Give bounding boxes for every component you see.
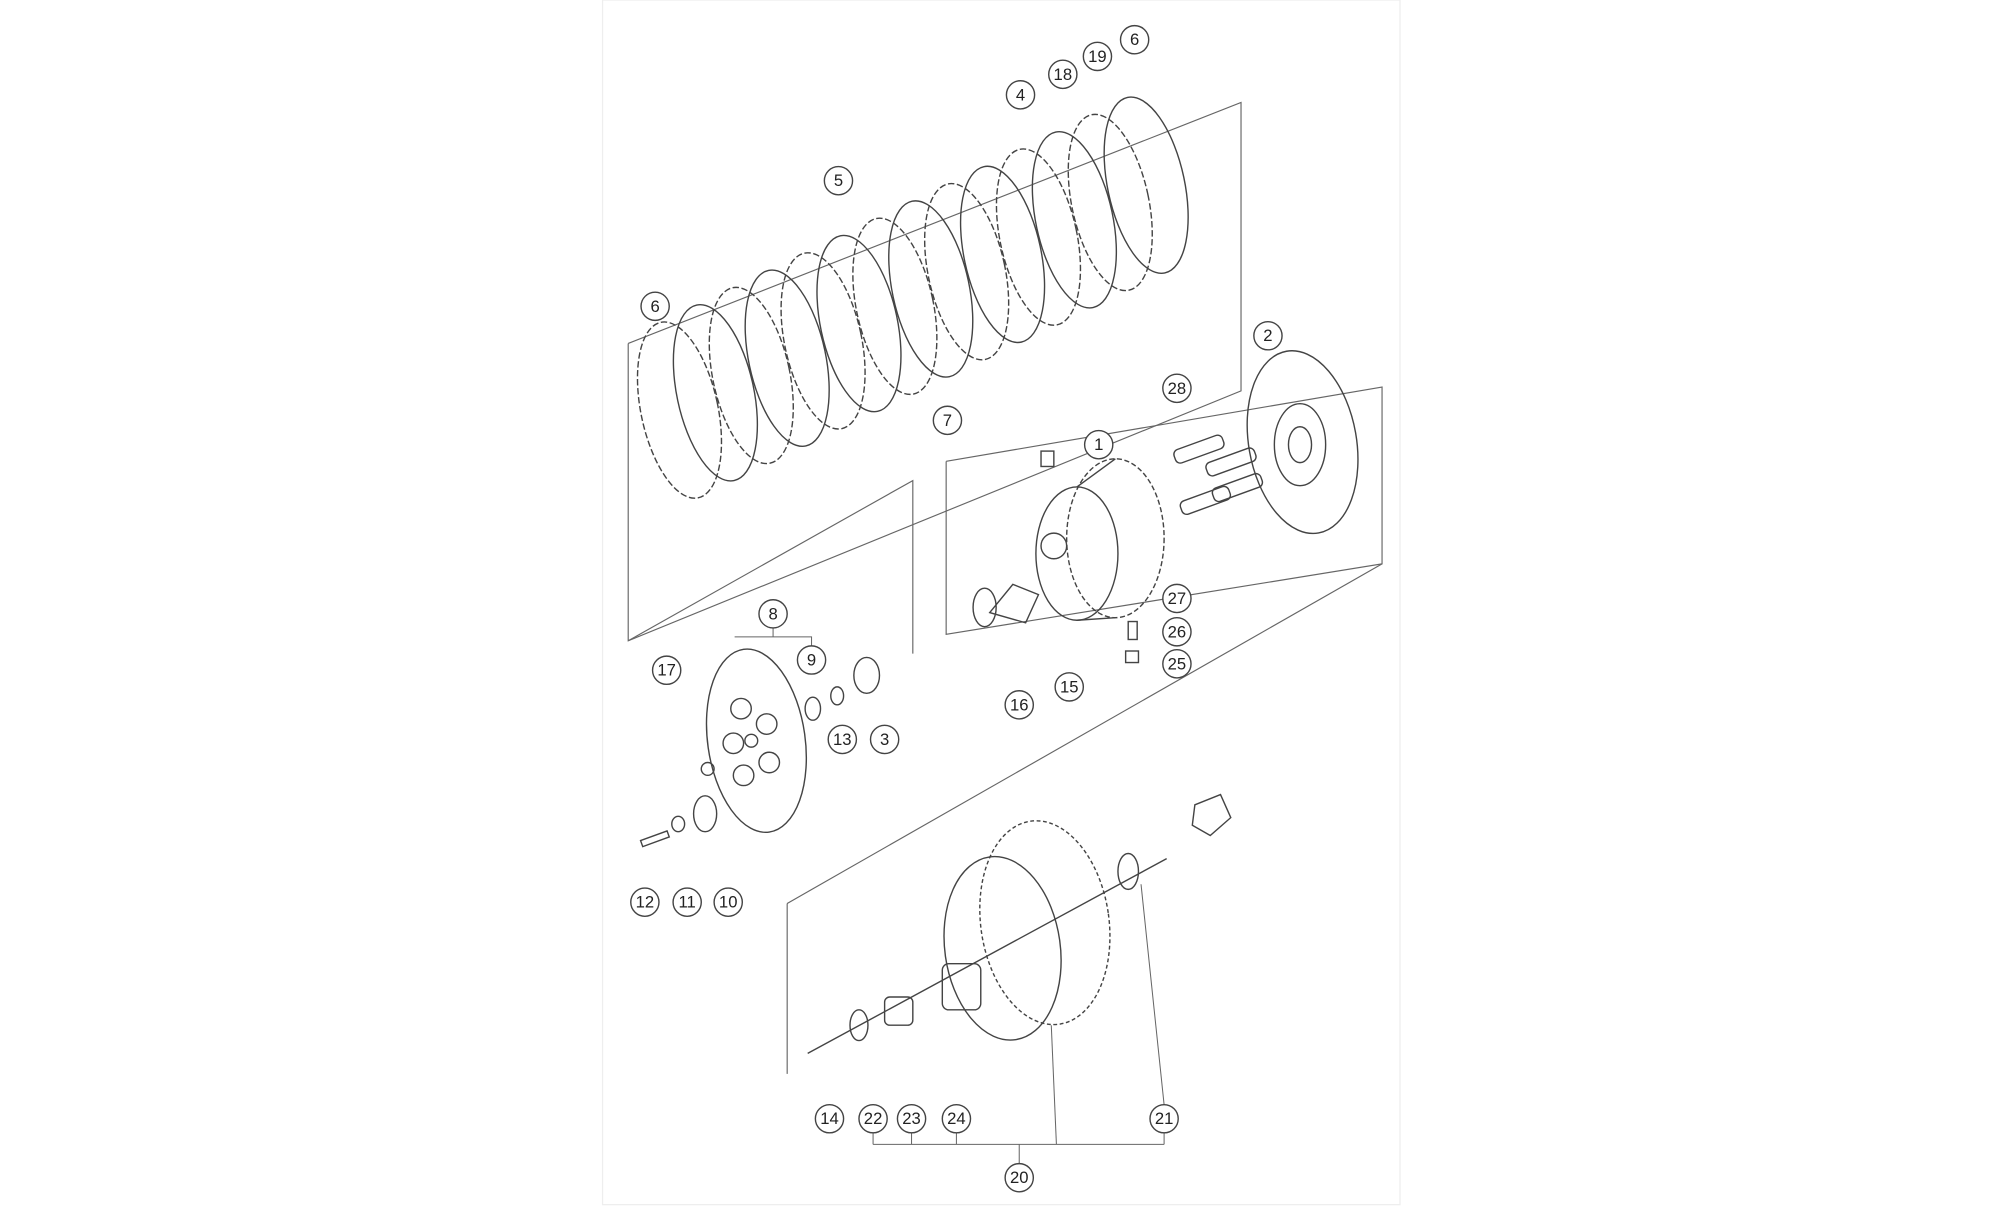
callout-22: 22	[858, 1103, 888, 1134]
callout-8: 8	[758, 599, 788, 629]
callout-11: 11	[672, 887, 702, 917]
callout-26: 26	[1162, 616, 1192, 647]
callouts: 6 19 18 4 5 6 7 2 28 1 27 26 25 16 15 8 9 17 13 3 12 11 10 14 22…	[630, 24, 1283, 1193]
callout-number: 11	[679, 893, 696, 912]
callout-number: 24	[947, 1109, 966, 1128]
callout-28: 28	[1162, 373, 1192, 404]
clutch-hub	[972, 450, 1165, 664]
lifter-plate	[639, 648, 881, 848]
callout-number: 27	[1168, 589, 1187, 608]
callout-number: 6	[650, 297, 659, 316]
pressure-plate	[1246, 350, 1359, 535]
callout-number: 8	[768, 604, 777, 623]
clutch-plate	[888, 200, 974, 378]
clutch-plate	[1067, 113, 1153, 292]
clutch-plate	[744, 269, 830, 447]
clutch-plate	[959, 165, 1046, 344]
studs	[1173, 434, 1264, 516]
assembly-frames	[627, 101, 1383, 1074]
callout-number: 13	[833, 730, 852, 749]
callout-5: 5	[823, 165, 854, 196]
leader-lines	[734, 627, 1165, 1164]
callout-number: 28	[1168, 379, 1187, 398]
callout-14: 14	[814, 1103, 845, 1134]
callout-15: 15	[1054, 672, 1085, 702]
callout-27: 27	[1162, 583, 1192, 614]
callout-number: 7	[943, 411, 952, 430]
callout-number: 17	[657, 661, 676, 680]
callout-10: 10	[713, 887, 744, 917]
clutch-plate	[816, 234, 902, 413]
callout-21: 21	[1149, 1103, 1179, 1134]
clutch-plate	[923, 182, 1010, 361]
clutch-plate	[1031, 130, 1118, 309]
callout-number: 16	[1010, 695, 1029, 714]
clutch-plate	[852, 217, 938, 396]
callout-19: 19	[1082, 41, 1113, 72]
callout-number: 10	[719, 893, 738, 912]
callout-13: 13	[827, 724, 858, 755]
clutch-basket	[807, 793, 1232, 1055]
callout-number: 5	[834, 171, 843, 190]
callout-24: 24	[941, 1103, 972, 1134]
callout-number: 2	[1263, 326, 1272, 345]
callout-number: 14	[820, 1109, 839, 1128]
callout-number: 26	[1168, 622, 1187, 641]
callout-number: 22	[864, 1109, 883, 1128]
callout-number: 19	[1088, 47, 1107, 66]
callout-number: 9	[807, 650, 816, 669]
callout-3: 3	[869, 724, 900, 755]
callout-number: 15	[1060, 677, 1079, 696]
callout-1: 1	[1083, 429, 1114, 460]
callout-16: 16	[1004, 690, 1035, 720]
callout-number: 21	[1155, 1109, 1174, 1128]
clutch-plate	[1103, 96, 1189, 274]
callout-number: 20	[1010, 1168, 1029, 1187]
clutch-plate	[780, 252, 866, 430]
callout-7: 7	[932, 405, 963, 436]
callout-number: 4	[1016, 85, 1025, 104]
callout-number: 25	[1168, 654, 1187, 673]
callout-number: 1	[1094, 435, 1103, 454]
clutch-plate	[672, 303, 759, 482]
callout-18: 18	[1048, 59, 1078, 90]
callout-25: 25	[1162, 649, 1192, 679]
clutch-plate	[636, 321, 723, 499]
clutch-plate	[995, 148, 1082, 326]
callout-6: 6	[1119, 24, 1150, 55]
clutch-plate-stack	[636, 96, 1189, 499]
callout-number: 6	[1130, 30, 1139, 49]
diagram-panel	[601, 0, 1401, 1206]
callout-number: 3	[880, 730, 889, 749]
callout-6: 6	[640, 291, 670, 322]
callout-4: 4	[1005, 80, 1036, 110]
callout-23: 23	[896, 1103, 927, 1134]
callout-number: 12	[636, 893, 655, 912]
callout-20: 20	[1004, 1162, 1035, 1193]
callout-17: 17	[651, 655, 682, 686]
callout-12: 12	[630, 887, 660, 917]
callout-2: 2	[1253, 320, 1283, 351]
callout-9: 9	[796, 645, 827, 675]
clutch-plate	[708, 286, 794, 465]
callout-number: 23	[902, 1109, 921, 1128]
callout-number: 18	[1054, 65, 1073, 84]
